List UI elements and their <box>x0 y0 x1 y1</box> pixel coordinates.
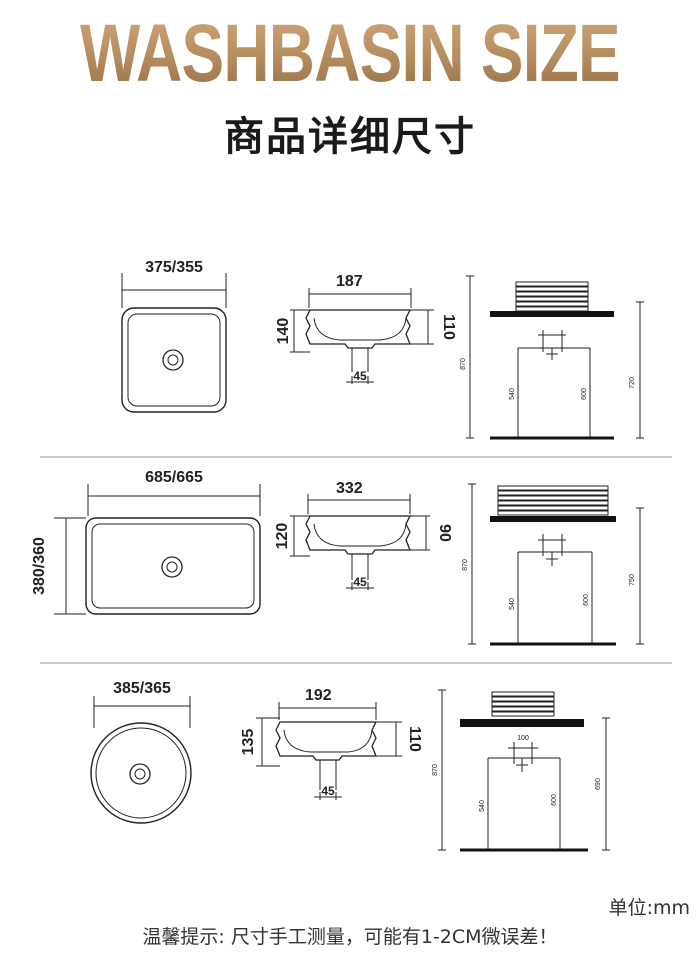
height-outer-label: 140 <box>275 318 292 345</box>
faucet-icon <box>508 742 538 772</box>
profile-width-label: 332 <box>336 480 363 497</box>
drain-icon <box>161 556 183 578</box>
total-height-label: 870 <box>462 559 469 571</box>
top-view: 375/355 <box>121 259 227 413</box>
measurement-note: 温馨提示: 尺寸手工测量，可能有1-2CM微误差！ <box>142 926 558 948</box>
drain-label: 45 <box>321 784 335 798</box>
faucet-spacing-label: 100 <box>517 735 529 742</box>
drain-icon <box>162 349 184 371</box>
install-mid-label: 600 <box>551 794 558 806</box>
section-round: 385/365 192 135 110 45 <box>90 680 610 852</box>
top-view: 685/665 380/360 <box>31 469 261 615</box>
width-label: 375/355 <box>145 259 203 276</box>
height-inner-label: 110 <box>440 314 457 340</box>
height-outer-label: 120 <box>274 523 291 550</box>
depth-label: 380/360 <box>31 537 48 595</box>
profile-view: 192 135 110 45 <box>240 687 423 800</box>
install-left-label: 540 <box>509 388 516 400</box>
install-view: 870 540 600 750 <box>462 483 644 646</box>
install-right-label: 750 <box>629 574 636 586</box>
height-inner-label: 90 <box>436 524 453 542</box>
drain-label: 45 <box>353 369 367 383</box>
basin-stack-icon <box>491 691 555 717</box>
profile-width-label: 192 <box>305 687 332 704</box>
faucet-icon <box>538 534 566 566</box>
install-mid-label: 600 <box>583 594 590 606</box>
height-outer-label: 135 <box>240 729 257 756</box>
install-view: 870 100 540 600 690 <box>432 689 610 852</box>
title-english: WASHBASIN SIZE <box>77 4 623 104</box>
drain-label: 45 <box>353 575 367 589</box>
width-label: 685/665 <box>145 469 203 486</box>
width-label: 385/365 <box>113 680 171 697</box>
install-left-label: 540 <box>479 800 486 812</box>
drain-icon <box>129 763 151 785</box>
total-height-label: 870 <box>432 764 439 776</box>
height-inner-label: 110 <box>406 726 423 752</box>
profile-view: 187 140 110 45 <box>275 273 457 384</box>
install-left-label: 540 <box>509 598 516 610</box>
profile-width-label: 187 <box>336 273 363 290</box>
basin-stack-icon <box>497 485 609 516</box>
profile-view: 332 120 90 45 <box>274 480 453 590</box>
install-view: 870 540 600 720 <box>460 275 644 440</box>
title-chinese: 商品详细尺寸 <box>224 114 476 160</box>
top-view: 385/365 <box>90 680 192 824</box>
install-right-label: 720 <box>629 377 636 389</box>
section-rectangle: 685/665 380/360 332 120 90 <box>31 469 644 646</box>
install-right-label: 690 <box>595 778 602 790</box>
basin-stack-icon <box>515 281 589 312</box>
total-height-label: 870 <box>460 358 467 370</box>
unit-label: 单位:mm <box>608 897 690 919</box>
faucet-icon <box>538 330 566 360</box>
section-square: 375/355 187 140 110 45 <box>121 259 644 440</box>
install-mid-label: 600 <box>581 388 588 400</box>
